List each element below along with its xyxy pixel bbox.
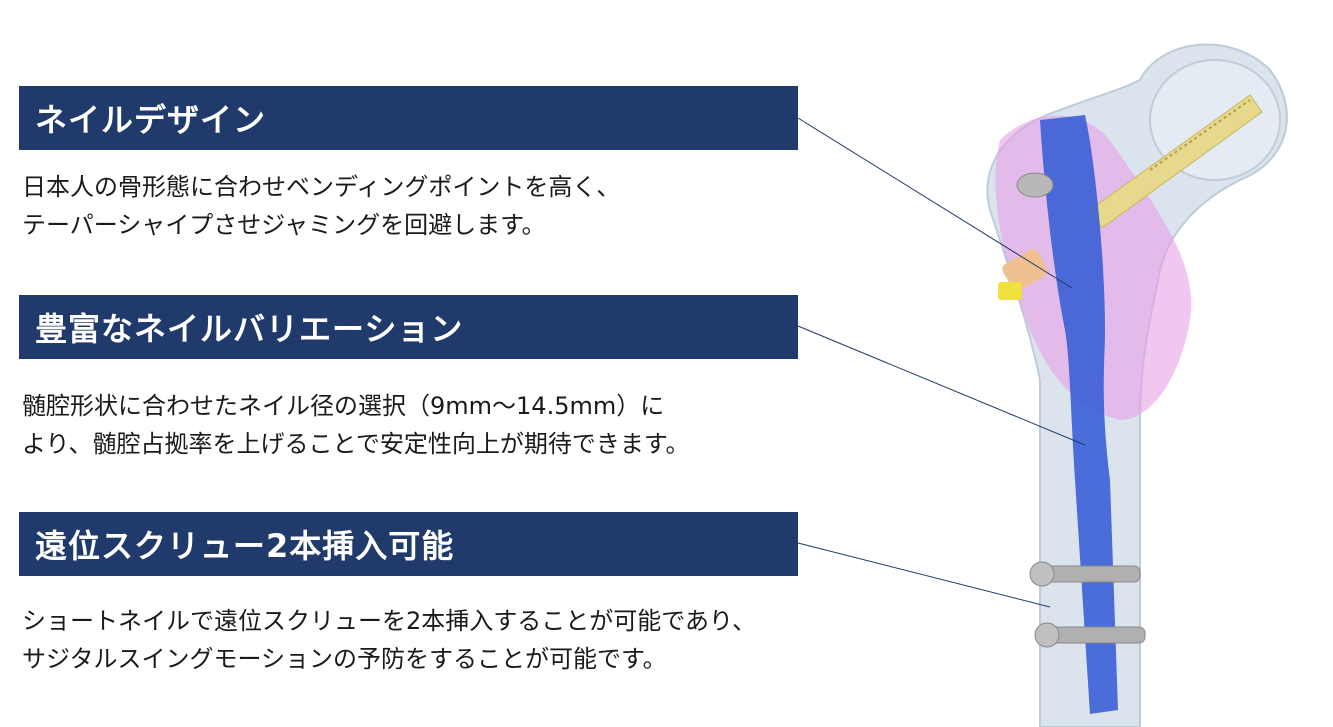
description-line: 髄腔形状に合わせたネイル径の選択（9mm～14.5mm）に (22, 392, 665, 420)
distal-screw-1 (1029, 561, 1141, 587)
section-title: 遠位スクリュー2本挿入可能 (35, 527, 455, 565)
description-line: テーパーシャイプさせジャミングを回避します。 (22, 211, 546, 239)
leader-line-2 (797, 325, 1086, 446)
distal-screw-2 (1034, 622, 1146, 648)
set-screw (1016, 172, 1054, 198)
section-header-nail-design: ネイルデザイン (19, 86, 798, 150)
anti-rotation-screw (1002, 249, 1048, 291)
section-description: 髄腔形状に合わせたネイル径の選択（9mm～14.5mm）に より、髄腔占拠率を上… (22, 387, 689, 463)
description-line: サジタルスイングモーションの予防をすることが可能です。 (22, 645, 667, 673)
description-line: 日本人の骨形態に合わせベンディングポイントを高く、 (22, 173, 621, 201)
section-title: ネイルデザイン (35, 101, 267, 139)
section-description: ショートネイルで遠位スクリューを2本挿入することが可能であり、 サジタルスイング… (22, 602, 756, 678)
intramedullary-nail (1040, 115, 1118, 714)
section-title: 豊富なネイルバリエーション (35, 310, 464, 348)
leader-line-3 (797, 542, 1051, 608)
clip-component (998, 282, 1022, 300)
section-header-distal-screw: 遠位スクリュー2本挿入可能 (19, 512, 798, 576)
description-line: より、髄腔占拠率を上げることで安定性向上が期待できます。 (22, 430, 690, 458)
leader-line-1 (797, 117, 1073, 289)
description-line: ショートネイルで遠位スクリューを2本挿入することが可能であり、 (22, 607, 757, 635)
section-header-nail-variation: 豊富なネイルバリエーション (19, 295, 798, 359)
section-description: 日本人の骨形態に合わせベンディングポイントを高く、 テーパーシャイプさせジャミン… (22, 168, 620, 244)
